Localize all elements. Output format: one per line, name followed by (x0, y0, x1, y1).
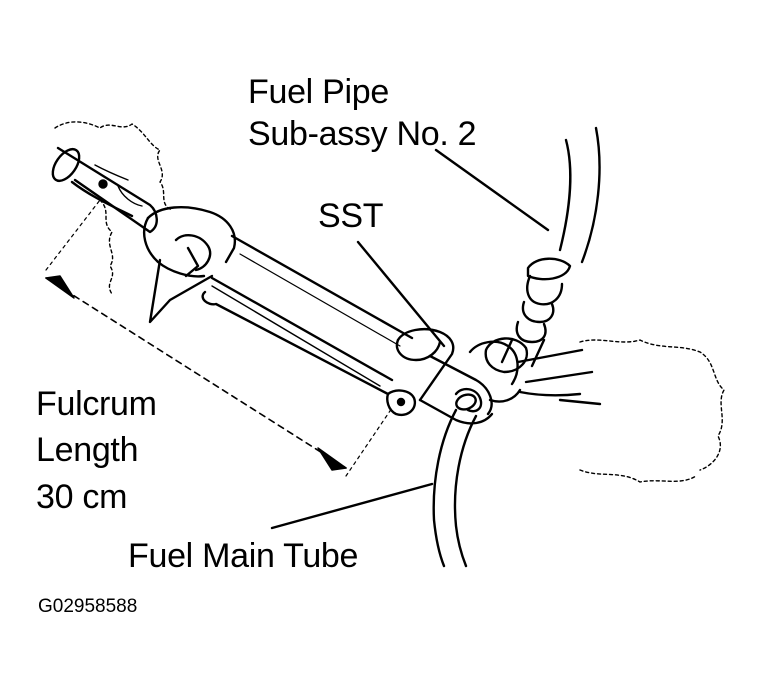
label-fuel-pipe-line1: Fuel Pipe (248, 73, 389, 111)
figure-code: G02958588 (38, 596, 138, 617)
fuel-pipe-sub-assy (484, 126, 601, 374)
handle-collar (143, 206, 237, 324)
label-fulcrum-line2: Length (36, 431, 139, 469)
label-fuel-pipe-line2: Sub-assy No. 2 (248, 115, 477, 153)
leader-fuel-pipe (434, 148, 550, 232)
leader-fuel-main-tube (270, 482, 434, 530)
label-fuel-main-tube: Fuel Main Tube (128, 537, 359, 575)
leader-sst (356, 240, 446, 348)
break-line-upper-left (54, 121, 173, 295)
break-line-right (579, 339, 725, 483)
fuel-main-tube (432, 393, 478, 568)
fulcrum-dimension (45, 199, 393, 477)
sst-head (395, 328, 522, 425)
connector-arms (516, 348, 602, 406)
handle-end (51, 146, 158, 234)
label-fulcrum-line1: Fulcrum (36, 385, 157, 423)
label-sst: SST (318, 197, 384, 235)
leader-lines (270, 148, 550, 530)
wrench-bar (201, 234, 417, 417)
label-fulcrum-line3: 30 cm (36, 478, 128, 516)
